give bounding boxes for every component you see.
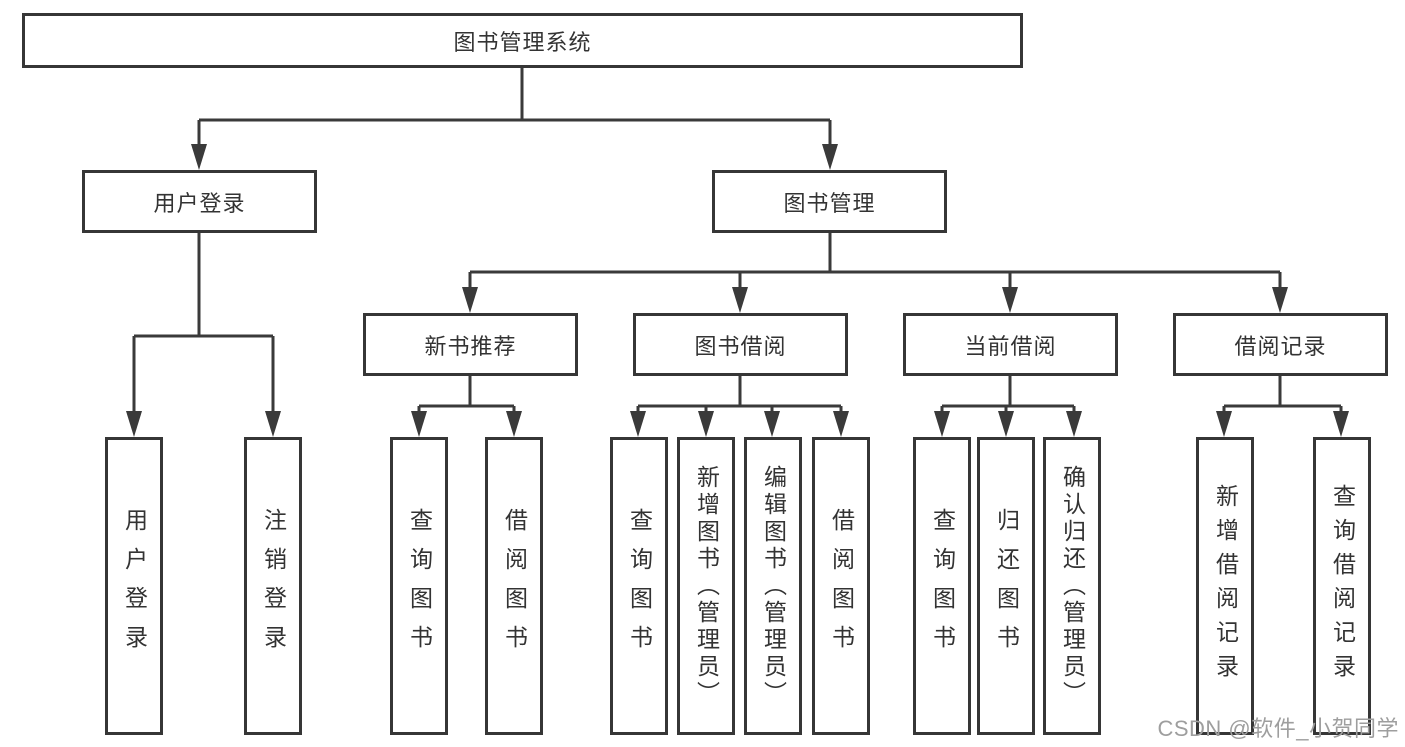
node-new-book-recommend: 新书推荐 <box>363 313 578 376</box>
leaf-current-confirm-return-admin: 确认归还（管理员） <box>1043 437 1101 735</box>
leaf-records-add-record: 新增借阅记录 <box>1196 437 1254 735</box>
leaf-user-login: 用户登录 <box>105 437 163 735</box>
leaf-recommend-query-books: 查询图书 <box>390 437 448 735</box>
leaf-borrow-query-books: 查询图书 <box>610 437 668 735</box>
leaf-borrow-add-books-admin: 新增图书（管理员） <box>677 437 735 735</box>
node-book-management: 图书管理 <box>712 170 947 233</box>
leaf-borrow-edit-books-admin: 编辑图书（管理员） <box>744 437 802 735</box>
leaf-recommend-borrow-books: 借阅图书 <box>485 437 543 735</box>
node-book-borrowing: 图书借阅 <box>633 313 848 376</box>
leaf-borrow-borrow-books: 借阅图书 <box>812 437 870 735</box>
leaf-records-query-record: 查询借阅记录 <box>1313 437 1371 735</box>
node-borrowing-records: 借阅记录 <box>1173 313 1388 376</box>
node-current-borrowing: 当前借阅 <box>903 313 1118 376</box>
node-user-login: 用户登录 <box>82 170 317 233</box>
leaf-current-query-books: 查询图书 <box>913 437 971 735</box>
leaf-current-return-books: 归还图书 <box>977 437 1035 735</box>
node-system-root: 图书管理系统 <box>22 13 1023 68</box>
leaf-logout: 注销登录 <box>244 437 302 735</box>
watermark: CSDN @软件_小贺同学 <box>1157 716 1399 741</box>
